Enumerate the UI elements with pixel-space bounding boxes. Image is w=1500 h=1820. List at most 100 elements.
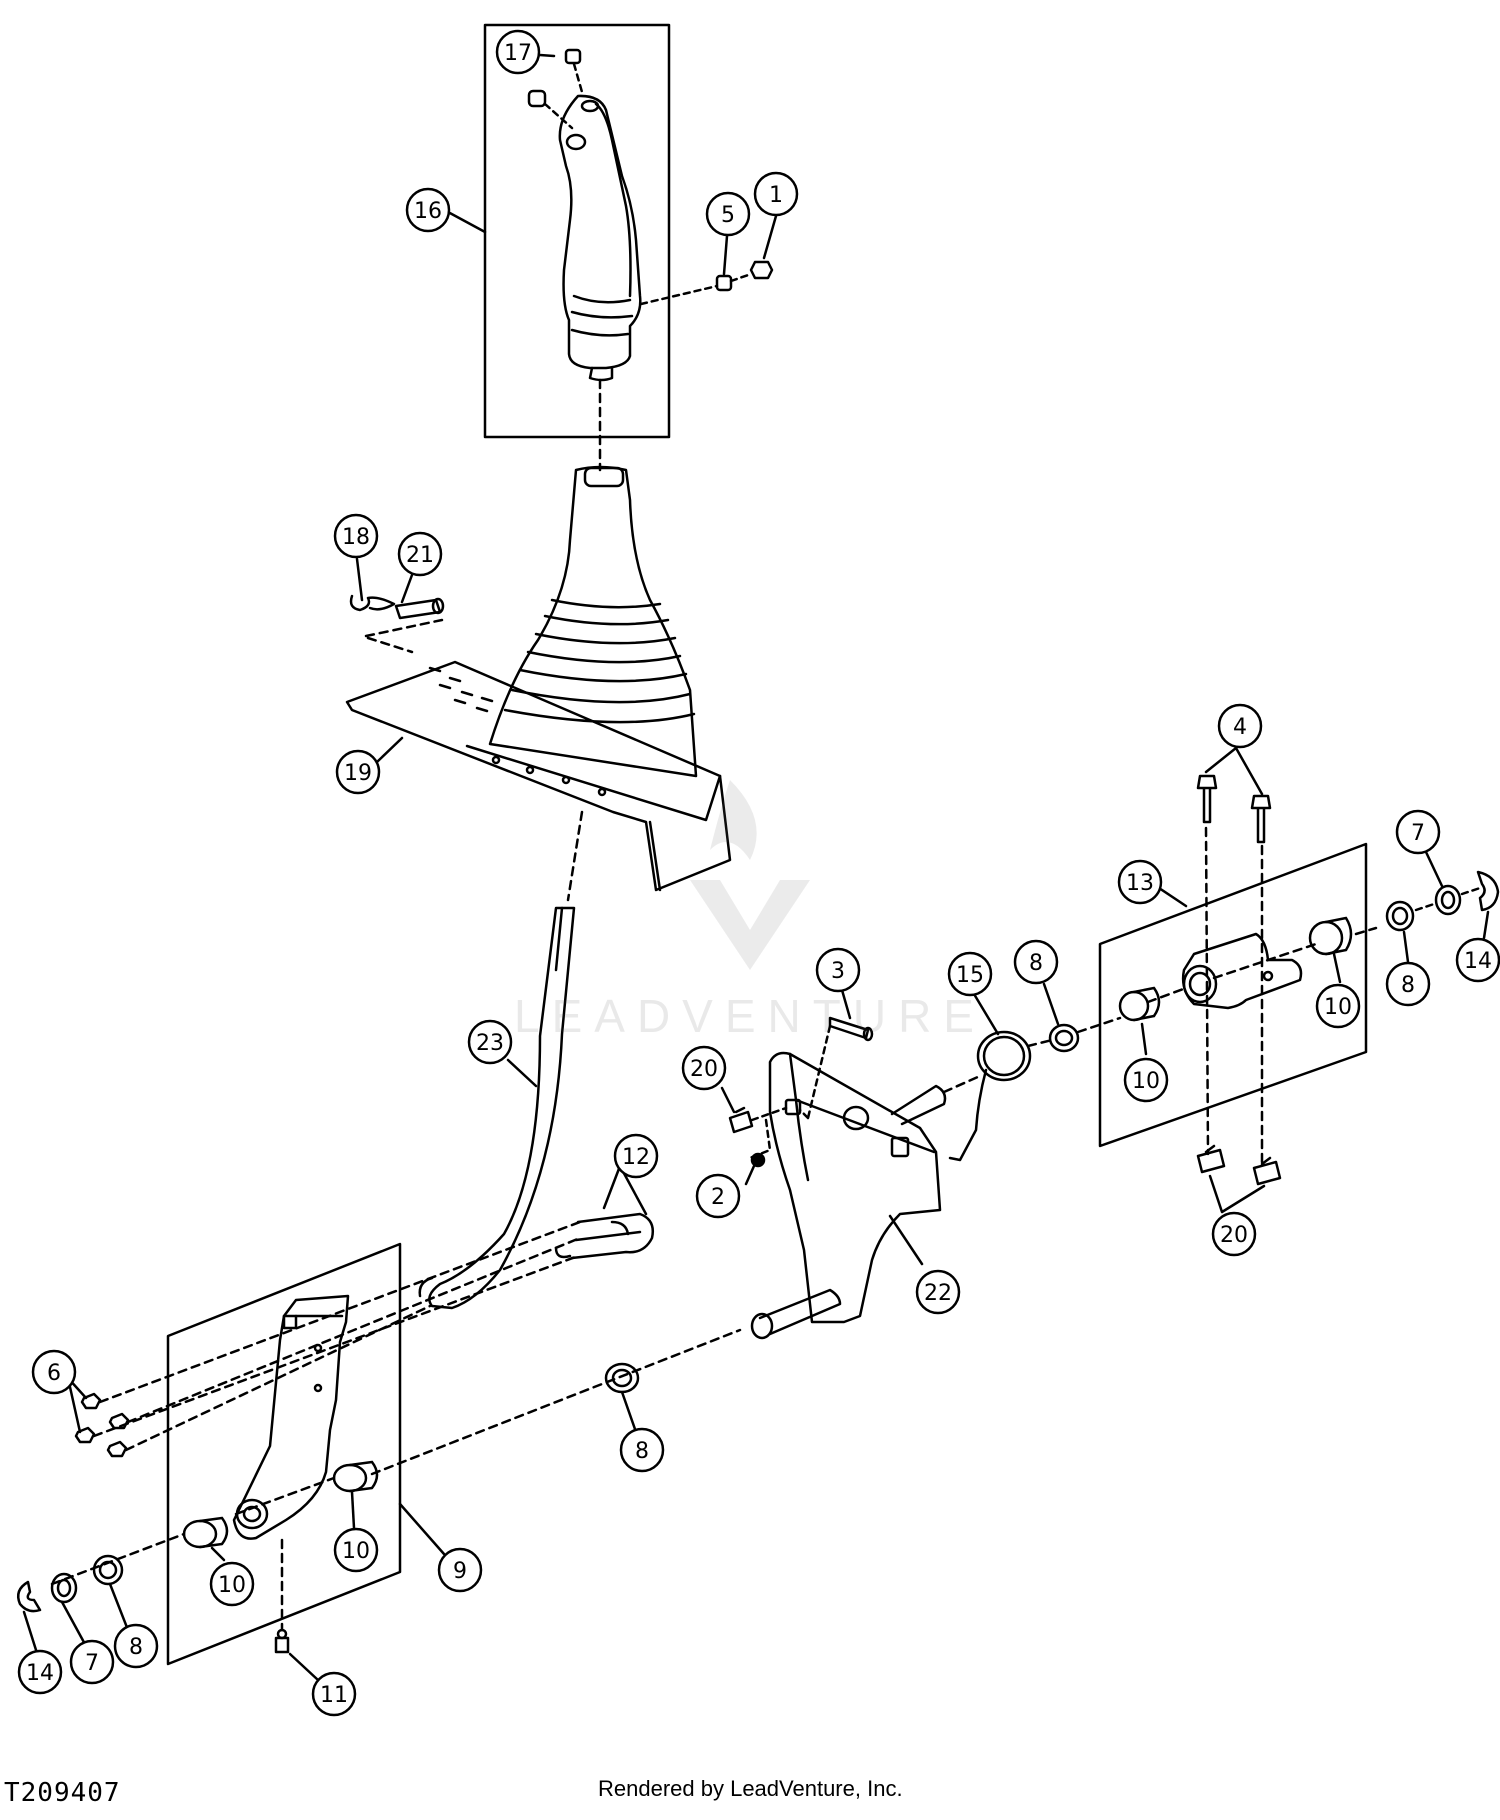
control-knob	[558, 94, 642, 382]
callout-12: 12	[613, 1133, 659, 1179]
washer-8-right-a	[1048, 1023, 1080, 1053]
callout-8-middle: 8	[619, 1427, 665, 1473]
leader-20a	[720, 1086, 736, 1114]
svg-text:8: 8	[635, 1439, 649, 1464]
callout-8-right-b: 8	[1385, 961, 1431, 1007]
svg-text:14: 14	[1464, 949, 1492, 974]
knob-assembly-box	[483, 23, 671, 439]
leader-10b	[210, 1546, 226, 1562]
callout-20-left: 20	[681, 1045, 727, 1091]
callout-13: 13	[1117, 859, 1163, 905]
callout-8-right-a: 8	[1013, 939, 1059, 985]
leader-21	[400, 573, 414, 604]
leader-16	[446, 210, 487, 234]
washer-7-left	[50, 1572, 78, 1604]
callout-18: 18	[333, 513, 379, 559]
svg-text:2: 2	[711, 1185, 725, 1210]
clip-14-right	[1476, 870, 1500, 912]
leader-7a	[60, 1600, 88, 1648]
svg-text:7: 7	[85, 1651, 99, 1676]
callout-14-right: 14	[1455, 937, 1500, 983]
leader-14a	[22, 1610, 38, 1652]
leader-18	[355, 557, 364, 602]
leader-17	[538, 53, 556, 58]
svg-text:8: 8	[129, 1635, 143, 1660]
leader-10a	[350, 1490, 356, 1530]
svg-text:17: 17	[504, 41, 532, 66]
svg-text:10: 10	[1324, 995, 1352, 1020]
callout-1: 1	[753, 171, 799, 217]
pin-5	[715, 274, 733, 292]
svg-text:4: 4	[1233, 715, 1247, 740]
callout-10-right-b: 10	[1315, 983, 1361, 1029]
leader-5	[722, 234, 729, 276]
callout-4: 4	[1217, 703, 1263, 749]
svg-text:22: 22	[924, 1281, 952, 1306]
support-panel-13	[1098, 842, 1368, 1148]
leader-23	[506, 1058, 538, 1088]
callout-16: 16	[405, 187, 451, 233]
bushing-10-left-a	[332, 1460, 379, 1493]
washer-8-right-b	[1385, 900, 1415, 932]
svg-text:10: 10	[1132, 1069, 1160, 1094]
svg-text:14: 14	[26, 1661, 54, 1686]
bolt-3	[828, 1016, 874, 1042]
leader-7b	[1424, 850, 1444, 888]
washer-8-middle	[604, 1362, 640, 1394]
callout-21: 21	[397, 531, 443, 577]
svg-text:12: 12	[622, 1145, 650, 1170]
clip-18	[349, 594, 396, 612]
callout-22: 22	[915, 1269, 961, 1315]
spring-15	[948, 1030, 1032, 1162]
knob-insert-parts	[527, 48, 582, 108]
leader-8c	[1042, 982, 1060, 1026]
washer-7-right	[1434, 884, 1462, 916]
leader-22	[888, 1214, 924, 1266]
nuts-6	[74, 1392, 130, 1458]
leader-10d	[1332, 952, 1342, 984]
svg-text:21: 21	[406, 543, 434, 568]
callout-8-left: 8	[113, 1623, 159, 1669]
callout-17: 17	[495, 29, 541, 75]
bushing-10-right-b	[1308, 916, 1353, 956]
render-credit: Rendered by LeadVenture, Inc.	[598, 1776, 903, 1801]
svg-text:23: 23	[476, 1031, 504, 1056]
callout-6: 6	[31, 1349, 77, 1395]
pin-21	[394, 597, 445, 620]
svg-text:15: 15	[956, 963, 984, 988]
leader-8d	[1402, 930, 1410, 964]
support-panel-9	[166, 1242, 402, 1666]
leader-19	[375, 736, 404, 764]
callouts: 17 16 5 1 18 21 19 4 7 13 14 8 10 10 3 1…	[17, 29, 1500, 1717]
leader-2	[744, 1164, 756, 1186]
figure-id: T209407	[4, 1778, 121, 1808]
leader-8a	[108, 1582, 130, 1632]
svg-text:10: 10	[342, 1539, 370, 1564]
shift-boot	[488, 465, 698, 778]
svg-text:16: 16	[414, 199, 442, 224]
svg-text:11: 11	[320, 1683, 348, 1708]
svg-text:LEADVENTURE: LEADVENTURE	[514, 990, 986, 1042]
callout-7-left: 7	[69, 1639, 115, 1685]
callout-11: 11	[311, 1671, 357, 1717]
nut-1	[749, 260, 774, 280]
svg-text:5: 5	[721, 203, 735, 228]
leader-14b	[1482, 910, 1490, 940]
leader-8b	[620, 1390, 638, 1434]
svg-text:20: 20	[1220, 1223, 1248, 1248]
svg-text:13: 13	[1126, 871, 1154, 896]
svg-text:8: 8	[1029, 951, 1043, 976]
callout-2: 2	[695, 1173, 741, 1219]
leader-11	[288, 1652, 320, 1682]
callout-20-right: 20	[1211, 1211, 1257, 1257]
svg-text:1: 1	[769, 183, 783, 208]
callout-14-left: 14	[17, 1649, 63, 1695]
bracket-22	[768, 1051, 942, 1324]
svg-text:6: 6	[47, 1361, 61, 1386]
svg-text:10: 10	[218, 1573, 246, 1598]
bellcrank-arm	[232, 1294, 350, 1540]
svg-text:3: 3	[831, 959, 845, 984]
leadventure-watermark: LEADVENTURE	[514, 780, 986, 1042]
callout-7-right: 7	[1395, 809, 1441, 855]
